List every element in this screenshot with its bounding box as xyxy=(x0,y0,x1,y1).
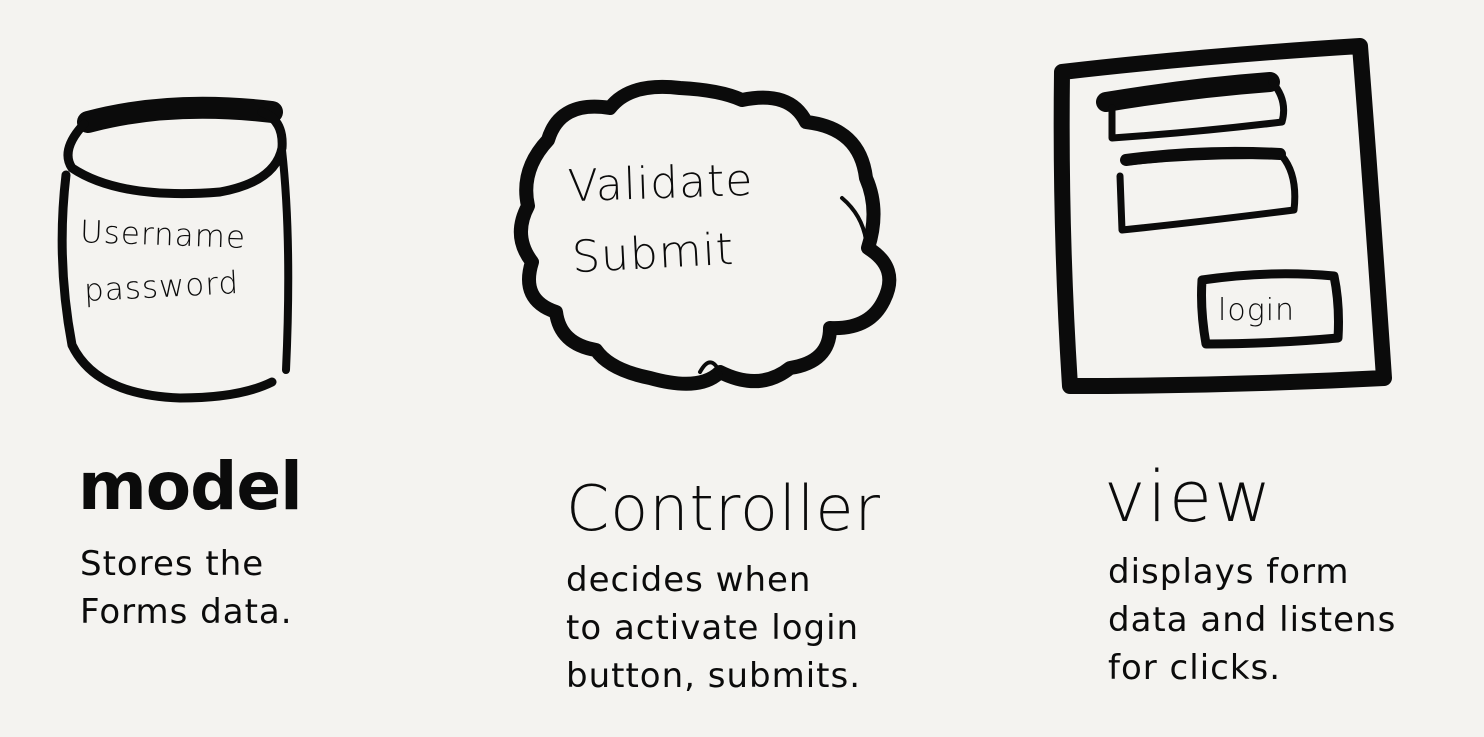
form-window-icon xyxy=(1053,38,1392,394)
model-description: Stores the Forms data. xyxy=(80,540,293,636)
model-title: model xyxy=(78,448,303,525)
controller-description-line: to activate login xyxy=(566,608,860,648)
controller-title: Controller xyxy=(566,472,881,545)
model-description-line: Forms data. xyxy=(80,592,293,632)
controller-description: decides when to activate login button, s… xyxy=(566,556,861,700)
view-description-line: data and listens xyxy=(1108,600,1397,640)
view-description-line: for clicks. xyxy=(1108,648,1282,688)
controller-action-validate: Validate xyxy=(567,154,755,213)
view-description: displays form data and listens for click… xyxy=(1108,548,1396,692)
view-description-line: displays form xyxy=(1108,552,1350,592)
view-title: view xyxy=(1104,456,1274,538)
controller-action-submit: Submit xyxy=(570,223,736,284)
thought-cloud-icon xyxy=(514,79,897,391)
model-field-username: Username xyxy=(79,214,247,256)
database-cylinder-icon xyxy=(57,96,293,403)
controller-description-line: decides when xyxy=(566,560,812,600)
controller-description-line: button, submits. xyxy=(566,656,862,696)
model-field-password: password xyxy=(83,264,240,310)
view-login-button-label: login xyxy=(1218,293,1296,328)
model-description-line: Stores the xyxy=(80,544,265,584)
